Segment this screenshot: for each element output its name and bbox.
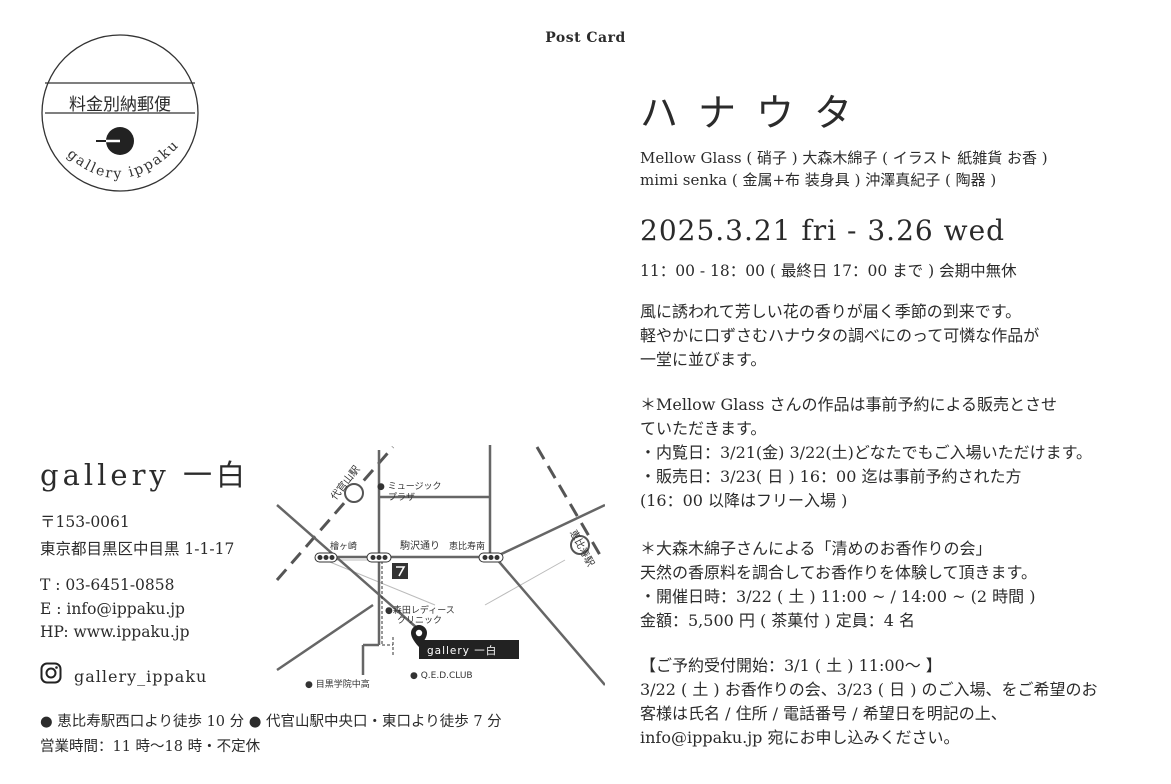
- artist-line: mimi senka ( 金属+布 装身具 ) 沖澤真紀子 ( 陶器 ): [640, 171, 997, 189]
- text-line: ・内覧日：3/21(金) 3/22(土)どなたでもご入場いただけます。: [640, 443, 1092, 462]
- event-time: 11：00 - 18：00 ( 最終日 17：00 まで ) 会期中無休: [640, 262, 1017, 280]
- map-label-ebisu-minami: 恵比寿南: [449, 540, 485, 552]
- text-line: 3/22 ( 土 ) お香作りの会、3/23 ( 日 ) のご入場、をご希望のお: [640, 680, 1098, 699]
- event-title: ハナウタ: [640, 91, 873, 135]
- text-line: 天然の香原料を調合してお香作りを体験して頂きます。: [640, 563, 1037, 582]
- text-line: info@ippaku.jp 宛にお申し込みください。: [640, 728, 960, 747]
- map-label-meguro-school: ● 目黒学院中高: [305, 678, 370, 690]
- map-label-qed: ● Q.E.D.CLUB: [410, 671, 473, 681]
- address: 東京都目黒区中目黒 1-1-17: [40, 540, 235, 558]
- map-label-morita-2: クリニック: [397, 615, 442, 626]
- text-line: ＊大森木綿子さんによる「清めのお香作りの会」: [640, 539, 992, 558]
- postage-stamp: gallery ippaku: [41, 34, 199, 192]
- text-line: ていただきます。: [640, 419, 767, 438]
- text-line: 金額：5,500 円 ( 茶菓付 ) 定員：4 名: [640, 611, 915, 630]
- map-label-music-plaza: ● ミュージック: [377, 481, 442, 492]
- postal-code: 〒153-0061: [40, 513, 130, 531]
- text-line: (16：00 以降はフリー入場 ): [640, 491, 848, 510]
- map-label-hinokizaka: 檜ヶ崎: [330, 540, 357, 552]
- artist-list: Mellow Glass ( 硝子 ) 大森木綿子 ( イラスト 紙雑貨 お香 …: [640, 147, 1140, 191]
- reservation-notice: 【ご予約受付開始：3/1 ( 土 ) 11:00〜 】 3/22 ( 土 ) お…: [640, 654, 1140, 750]
- convenience-store-icon: [392, 563, 408, 579]
- traffic-signal-icon: [314, 552, 338, 563]
- access-info: ● 恵比寿駅西口より徒歩 10 分 ● 代官山駅中央口・東口より徒歩 7 分: [40, 714, 502, 730]
- text-line: ・販売日：3/23( 日 ) 16：00 迄は事前予約された方: [640, 467, 1022, 486]
- phone: T : 03-6451-0858: [40, 576, 175, 594]
- stamp-label: 料金別納郵便: [69, 95, 171, 115]
- email: E : info@ippaku.jp: [40, 600, 185, 618]
- map-label-morita: ●森田レディース: [385, 604, 455, 616]
- artist-line: Mellow Glass ( 硝子 ) 大森木綿子 ( イラスト 紙雑貨 お香 …: [640, 149, 1048, 167]
- incense-workshop-notice: ＊大森木綿子さんによる「清めのお香作りの会」 天然の香原料を調合してお香作りを体…: [640, 537, 1140, 633]
- event-date: 2025.3.21 fri - 3.26 wed: [640, 214, 1006, 247]
- text-line: 軽やかに口ずさむハナウタの調べにのって可憐な作品が: [640, 326, 1040, 345]
- postcard-title: Post Card: [545, 30, 626, 46]
- daikanyama-station-icon: [344, 483, 364, 503]
- text-line: 【ご予約受付開始：3/1 ( 土 ) 11:00〜 】: [640, 656, 942, 675]
- text-line: ＊Mellow Glass さんの作品は事前予約による販売とさせ: [640, 395, 1057, 414]
- text-line: 客様は氏名 / 住所 / 電話番号 / 希望日を明記の上、: [640, 704, 1007, 723]
- business-hours: 営業時間：11 時〜18 時・不定休: [40, 739, 261, 755]
- access-map: 代官山駅 ● ミュージック プラザ 檜ヶ崎 駒沢通り 恵比寿南 恵比寿駅 ●森田…: [275, 445, 605, 690]
- instagram-handle: gallery_ippaku: [74, 667, 208, 686]
- map-label-komazawa: 駒沢通り: [400, 539, 440, 552]
- traffic-signal-icon: [366, 552, 392, 563]
- mellow-glass-notice: ＊Mellow Glass さんの作品は事前予約による販売とさせ ていただきます…: [640, 393, 1140, 513]
- instagram-icon: [40, 662, 62, 684]
- homepage: HP: www.ippaku.jp: [40, 623, 190, 641]
- text-line: 一堂に並びます。: [640, 350, 767, 369]
- text-line: 風に誘われて芳しい花の香りが届く季節の到来です。: [640, 302, 1022, 321]
- text-line: ・開催日時：3/22 ( 土 ) 11:00 ~ / 14:00 ~ (2 時間…: [640, 587, 1036, 606]
- map-gallery-tag: gallery 一白: [427, 644, 497, 657]
- gallery-name: gallery 一白: [40, 458, 250, 492]
- intro-paragraph: 風に誘われて芳しい花の香りが届く季節の到来です。 軽やかに口ずさむハナウタの調べ…: [640, 300, 1140, 372]
- map-label-music-plaza-2: プラザ: [388, 492, 415, 503]
- ebisu-station-icon: [570, 535, 590, 555]
- traffic-signal-icon: [478, 552, 504, 563]
